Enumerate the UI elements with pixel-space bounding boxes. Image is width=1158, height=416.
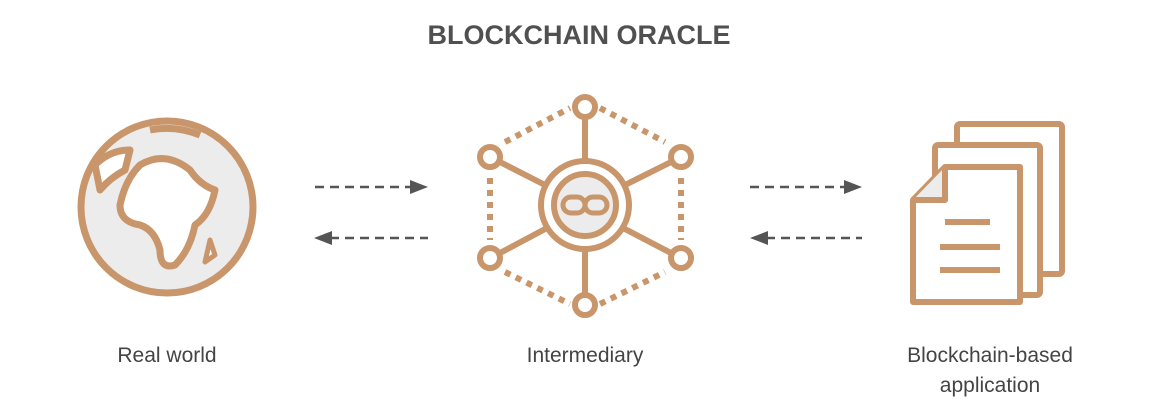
globe-icon [77,117,257,297]
arrow-to-real-world [314,231,428,245]
chain-link-icon [560,194,610,216]
application-label-line1: Blockchain-based [907,344,1073,367]
arrow-to-intermediary-from-app [750,231,862,245]
real-world-label: Real world [117,344,217,367]
application-label-line2: application [939,374,1041,397]
arrow-to-intermediary [315,180,428,194]
documents-icon [910,121,1065,305]
network-hub-icon [477,94,694,318]
arrow-to-application [750,180,862,194]
diagram-title: BLOCKCHAIN ORACLE [427,20,731,50]
intermediary-label: Intermediary [526,344,644,367]
